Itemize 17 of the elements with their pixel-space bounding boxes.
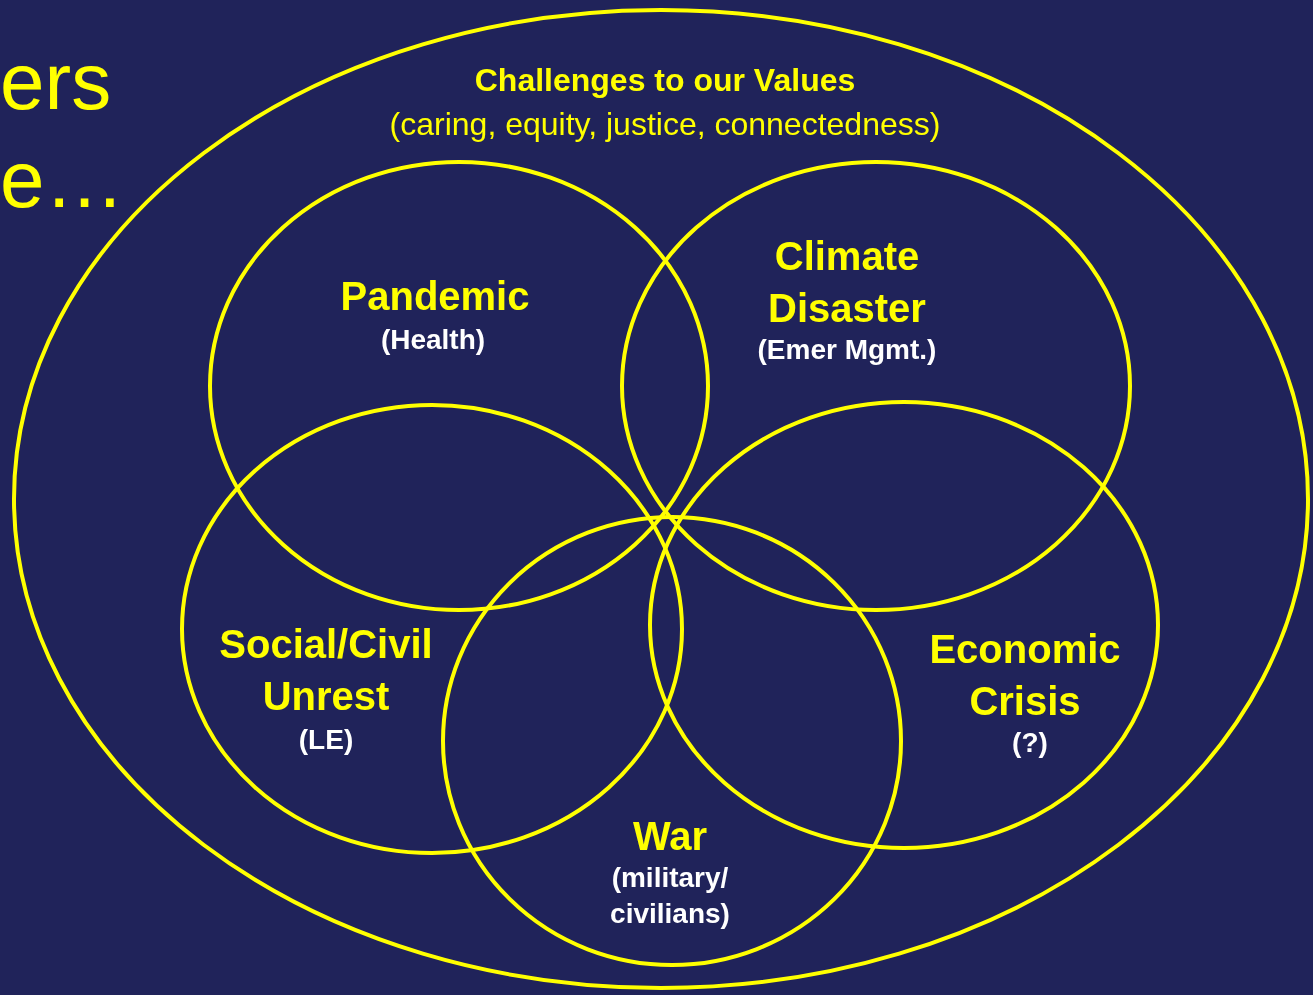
venn-circle — [441, 515, 903, 967]
circle-title: Climate Disaster — [767, 233, 927, 332]
circle-subtitle: (military/ civilians) — [609, 861, 731, 932]
circle-subtitle: (Health) — [379, 323, 487, 357]
circle-title: Social/Civil Unrest — [218, 621, 434, 720]
heading-fragment: ers — [0, 42, 112, 122]
circle-title: War — [631, 813, 709, 860]
circle-title: Economic Crisis — [928, 626, 1122, 725]
venn-circle — [620, 160, 1132, 612]
circle-subtitle: (?) — [1011, 726, 1049, 760]
circle-subtitle: (LE) — [297, 723, 355, 757]
circle-subtitle: (Emer Mgmt.) — [756, 333, 938, 367]
venn-subtitle: (caring, equity, justice, connectedness) — [388, 105, 942, 144]
venn-title: Challenges to our Values — [473, 61, 857, 100]
circle-title: Pandemic — [339, 273, 531, 320]
heading-fragment: e… — [0, 140, 125, 220]
venn-circle — [208, 160, 710, 612]
